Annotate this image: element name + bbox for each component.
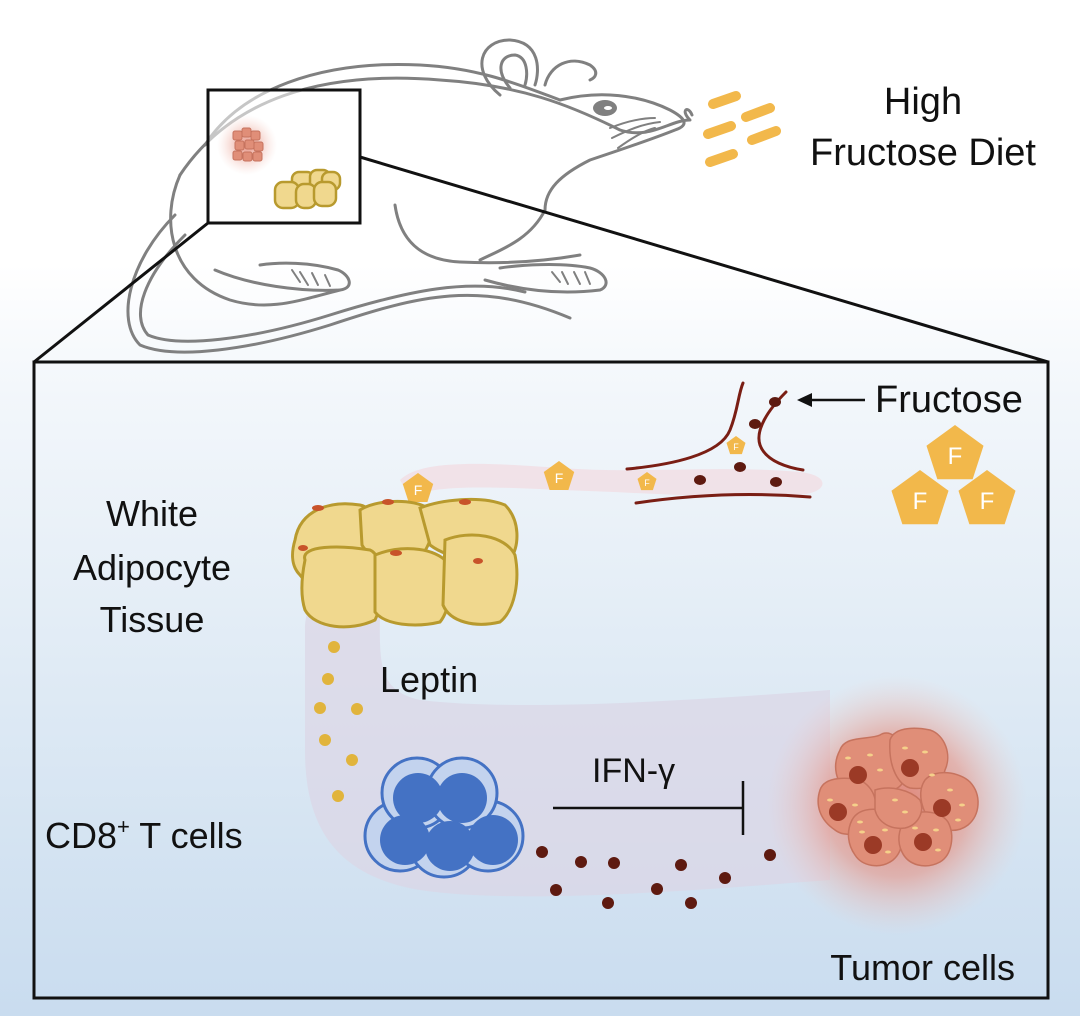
blood-vessel (625, 381, 812, 505)
vessel-band (400, 463, 823, 500)
diet-label-line2: Fructose Diet (810, 132, 1036, 174)
tcell-label: CD8+ T cells (45, 814, 243, 856)
mouse-illustration (126, 38, 694, 354)
leptin-label: Leptin (380, 659, 478, 700)
blood-cells (694, 397, 782, 487)
zoom-line-left (33, 221, 209, 364)
mini-tumor (217, 115, 277, 175)
fructose-label: Fructose (875, 379, 1023, 421)
zoom-line-right (359, 155, 1049, 364)
zoom-panel (32, 360, 1050, 1000)
fructose-pellets (703, 91, 781, 167)
tumor-nuclei (829, 759, 951, 854)
tumor-label: Tumor cells (830, 947, 1015, 988)
wat-label-line1: White (106, 493, 198, 534)
fructose-symbol: F (913, 488, 928, 515)
fructose-in-transit: F F F F (402, 436, 746, 502)
tumor-granules (827, 746, 965, 854)
fructose-symbol: F (555, 470, 564, 486)
fructose-symbol: F (980, 488, 995, 515)
mouse-ear (480, 38, 539, 97)
fructose-symbol: F (948, 443, 963, 470)
wat-label-line2: Adipocyte (73, 547, 231, 588)
tcell-cluster (363, 756, 525, 879)
fructose-symbol: F (644, 478, 650, 488)
wat-label-line3: Tissue (100, 599, 205, 640)
mouse-tail (126, 213, 572, 354)
leptin-molecules (314, 641, 363, 802)
adipocyte-nuclei (298, 499, 483, 564)
arrow-head-icon (797, 393, 812, 407)
fructose-molecules: F F F (891, 425, 1016, 525)
fructose-symbol: F (733, 442, 739, 452)
diet-label-line1: High (884, 81, 962, 123)
adipocyte-cluster (291, 497, 519, 629)
fructose-symbol: F (414, 482, 423, 498)
ifn-label: IFN-γ (592, 752, 675, 790)
ifn-molecules (536, 846, 776, 909)
mini-adipocytes (273, 168, 342, 210)
